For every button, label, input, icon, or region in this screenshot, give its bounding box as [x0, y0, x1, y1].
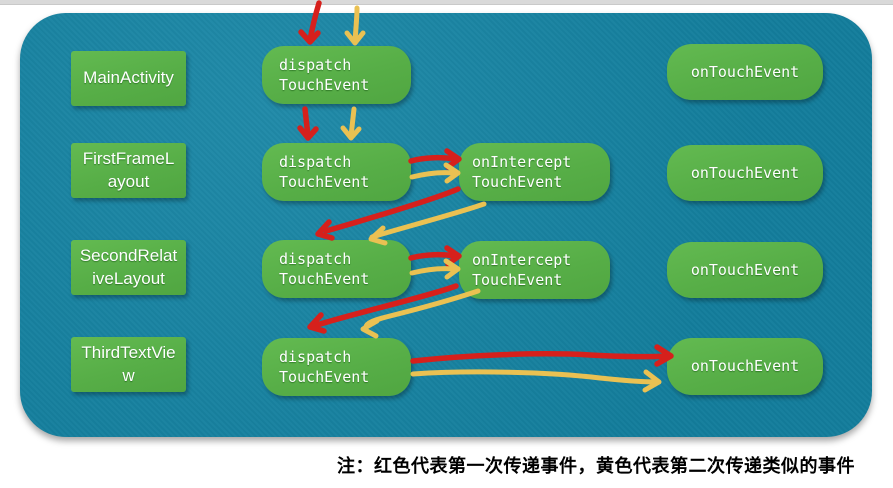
on-intercept-touch-event-box-row2: onIntercept TouchEvent: [459, 143, 610, 201]
on-touch-event-text: onTouchEvent: [690, 163, 800, 182]
label-box-firstframelayout: FirstFrameL ayout: [71, 143, 186, 198]
on-touch-event-box-row1: onTouchEvent: [667, 44, 823, 100]
label-secondrelativelayout: SecondRelat iveLayout: [79, 245, 178, 288]
dispatch-touch-event-text: dispatch TouchEvent: [279, 152, 370, 191]
on-touch-event-box-row4: onTouchEvent: [667, 338, 823, 395]
on-touch-event-box-row3: onTouchEvent: [667, 242, 823, 298]
dispatch-touch-event-text: dispatch TouchEvent: [279, 347, 370, 386]
label-box-thirdtextview: ThirdTextVie w: [71, 337, 186, 392]
on-touch-event-box-row2: onTouchEvent: [667, 145, 823, 201]
legend-note: 注：红色代表第一次传递事件，黄色代表第二次传递类似的事件: [337, 456, 855, 476]
dispatch-touch-event-box-row3: dispatch TouchEvent: [262, 240, 411, 298]
on-intercept-touch-event-text: onIntercept TouchEvent: [472, 152, 572, 191]
window-edge-strip: [0, 0, 893, 5]
label-box-mainactivity: MainActivity: [71, 51, 186, 106]
dispatch-touch-event-box-row2: dispatch TouchEvent: [262, 143, 411, 201]
on-touch-event-text: onTouchEvent: [690, 62, 800, 81]
on-touch-event-text: onTouchEvent: [690, 357, 800, 376]
on-intercept-touch-event-text: onIntercept TouchEvent: [472, 250, 572, 289]
label-mainactivity: MainActivity: [83, 68, 174, 88]
dispatch-touch-event-box-row4: dispatch TouchEvent: [262, 338, 411, 396]
label-box-secondrelativelayout: SecondRelat iveLayout: [71, 240, 186, 295]
dispatch-touch-event-box-row1: dispatch TouchEvent: [262, 46, 411, 104]
on-intercept-touch-event-box-row3: onIntercept TouchEvent: [459, 241, 610, 299]
dispatch-touch-event-text: dispatch TouchEvent: [279, 249, 370, 288]
label-firstframelayout: FirstFrameL ayout: [82, 148, 175, 191]
label-thirdtextview: ThirdTextVie w: [81, 342, 176, 385]
on-touch-event-text: onTouchEvent: [690, 260, 800, 279]
dispatch-touch-event-text: dispatch TouchEvent: [279, 55, 370, 94]
